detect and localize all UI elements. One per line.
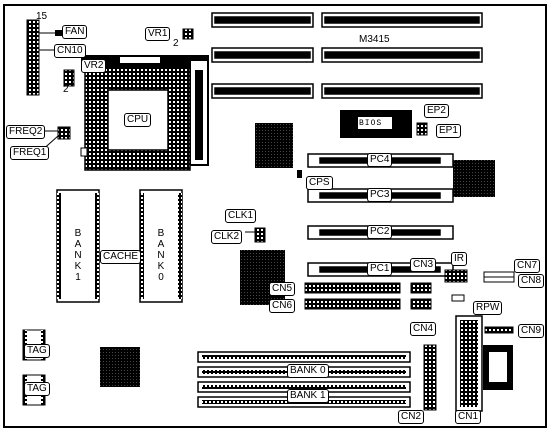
freq1-label: FREQ1	[10, 146, 50, 160]
chipset-chip-3	[240, 250, 285, 305]
cn2-connector	[423, 344, 437, 411]
pc4-label: PC4	[367, 153, 393, 167]
vr1-pin2-label: 2	[173, 38, 179, 49]
cn1-label: CN1	[455, 410, 482, 424]
cn5-connector	[304, 282, 401, 294]
rpw-label: RPW	[473, 301, 503, 315]
vr2-jumper	[63, 69, 75, 87]
ep2-label: EP2	[424, 104, 449, 118]
cn10-header	[26, 19, 40, 96]
bank0-sram-label: BANK0	[155, 228, 167, 283]
vr2-pin2-label: 2	[63, 84, 69, 95]
cn5-label: CN5	[269, 282, 296, 296]
board-model-label: M3415	[359, 34, 390, 45]
cn6-connector	[304, 298, 401, 310]
pc3-label: PC3	[367, 188, 393, 202]
freq-jumper	[57, 126, 71, 140]
ir-header	[444, 269, 468, 283]
pin15-label: 15	[36, 11, 48, 22]
cn3-connector	[410, 282, 432, 294]
rpw-jumper	[451, 294, 465, 302]
cn4-connector	[410, 298, 432, 310]
bios-label: BIOS	[359, 119, 383, 128]
chipset-chip-2	[453, 160, 495, 197]
cn4-label: CN4	[410, 322, 437, 336]
fan-label: FAN	[62, 25, 88, 39]
controller-chip	[100, 347, 140, 387]
cn8-label: CN8	[518, 274, 545, 288]
cn10-label: CN10	[54, 44, 86, 58]
tag-label-1: TAG	[24, 344, 50, 358]
ep1-label: EP1	[436, 124, 461, 138]
vr1-jumper	[182, 28, 194, 40]
pc2-label: PC2	[367, 225, 393, 239]
cn2-label: CN2	[398, 410, 425, 424]
cn3-label: CN3	[410, 258, 437, 272]
cn6-label: CN6	[269, 299, 296, 313]
pc1-label: PC1	[367, 262, 393, 276]
freq2-label: FREQ2	[6, 125, 46, 139]
isa-slots	[211, 12, 483, 99]
cn7-label: CN7	[514, 259, 541, 273]
clk1-label: CLK1	[225, 209, 257, 223]
clk-jumper	[254, 227, 266, 243]
capacitor	[80, 147, 88, 157]
ep-jumper	[416, 122, 428, 136]
tag-label-2: TAG	[24, 382, 50, 396]
vr1-label: VR1	[145, 27, 171, 41]
simm-bank0-label: BANK 0	[287, 364, 329, 378]
cn9-connector	[484, 326, 514, 334]
cn9-label: CN9	[518, 324, 545, 338]
chipset-chip-1	[255, 123, 293, 168]
simm-bank1-label: BANK 1	[287, 389, 329, 403]
fan-header	[55, 30, 63, 36]
cpu-label: CPU	[124, 113, 152, 127]
vr2-label: VR2	[81, 59, 107, 73]
cache-label: CACHE	[100, 250, 142, 264]
cps-label: CPS	[306, 176, 333, 190]
clk2-label: CLK2	[211, 230, 243, 244]
ir-label: IR	[451, 252, 467, 266]
bank1-sram-label: BANK1	[72, 228, 84, 283]
cps-jumper	[297, 170, 302, 178]
